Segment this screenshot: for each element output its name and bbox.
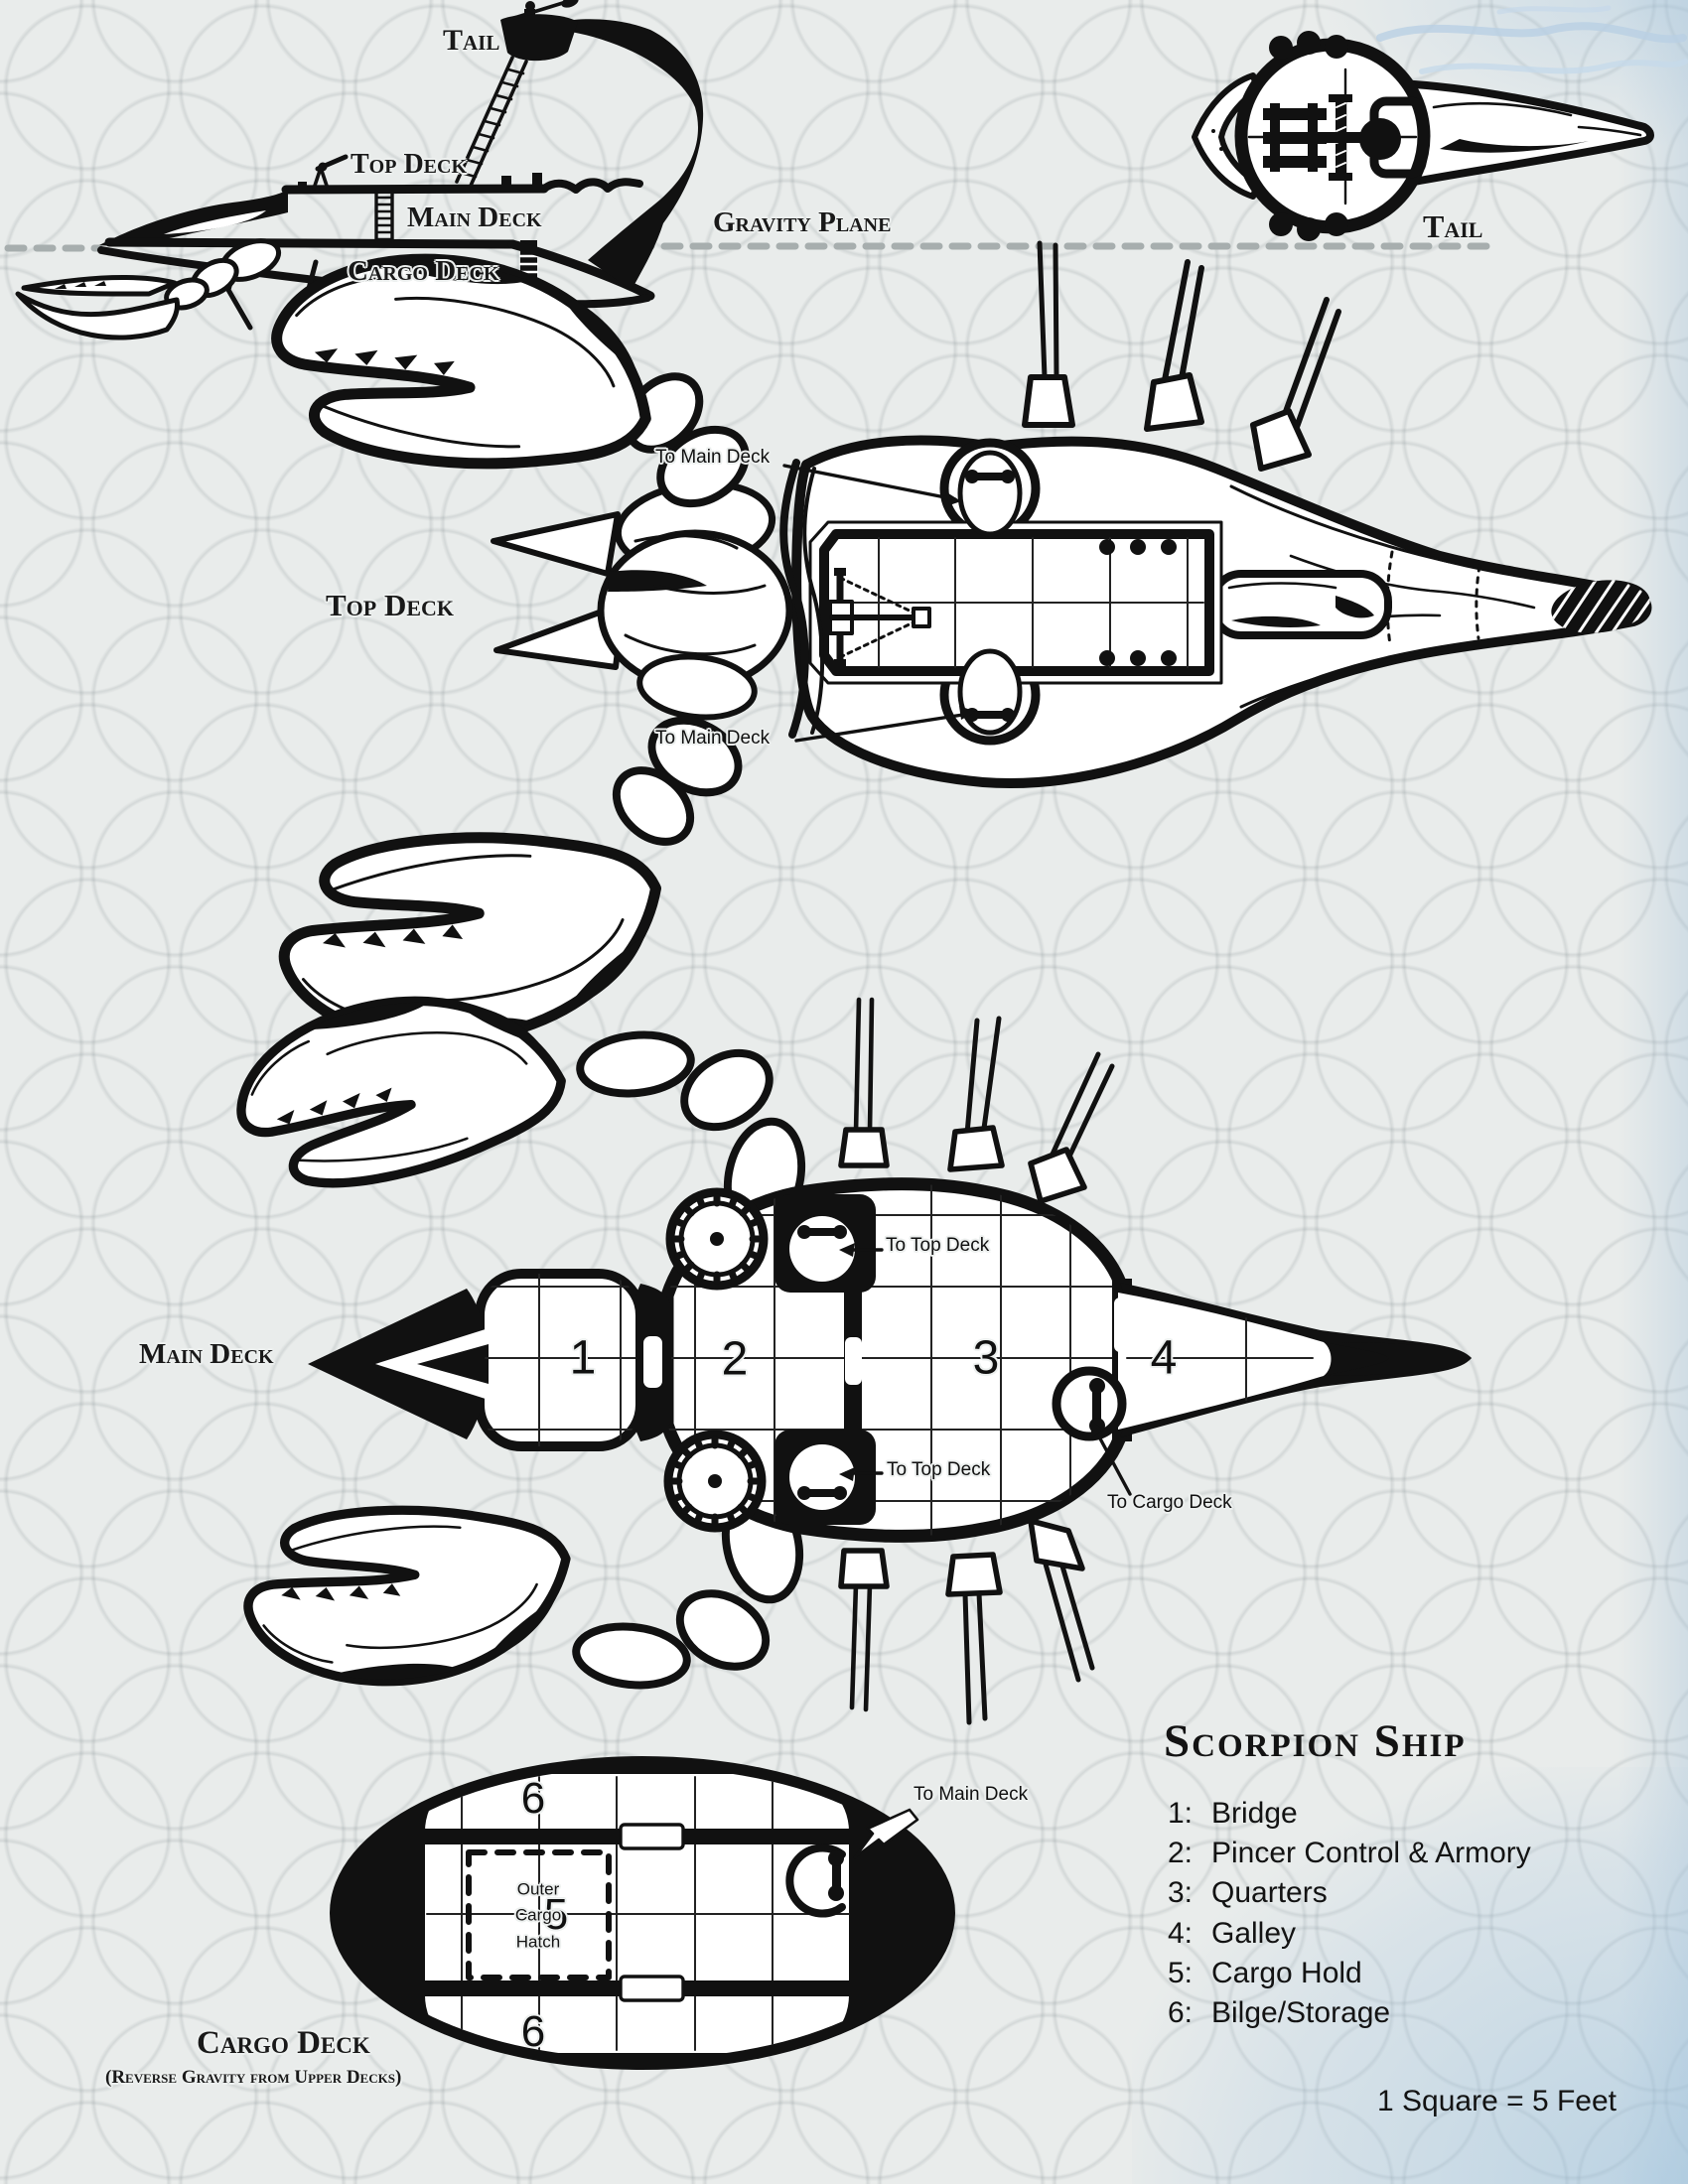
legend-item-6: 6:Bilge/Storage	[1168, 1996, 1391, 2029]
gear-top	[665, 1187, 769, 1291]
side-cargo-deck-label: Cargo Deck	[348, 255, 499, 287]
hatch-handle-top	[965, 470, 1015, 483]
main-deck-illustration	[229, 980, 1472, 1725]
main-deck-hatch-top-label: To Top Deck	[886, 1235, 990, 1256]
main-deck-view-label: Main Deck	[139, 1338, 274, 1370]
ballista	[828, 568, 931, 667]
lookout-figure	[298, 154, 349, 191]
main-deck-hatch-bottom-label: To Top Deck	[887, 1459, 991, 1480]
cargo-deck-sub-label: (Reverse Gravity from Upper Decks)	[105, 2067, 402, 2088]
tail-view-label: Tail	[1423, 208, 1483, 244]
cargo-hatch-ring	[1052, 1366, 1127, 1441]
room-1-number: 1	[569, 1331, 597, 1385]
gear-bottom	[663, 1430, 767, 1533]
top-deck-lower-claw	[269, 716, 743, 1065]
cargo-deck-view-label: Cargo Deck	[197, 2025, 370, 2061]
legend-item-1: 1:Bridge	[1168, 1797, 1298, 1830]
side-view-illustration	[4, 0, 1493, 352]
main-deck-hatch-cargo-label: To Cargo Deck	[1107, 1492, 1232, 1513]
legend-item-5: 5:Cargo Hold	[1168, 1957, 1362, 1989]
bilge-top-number: 6	[520, 1774, 546, 1823]
side-main-deck-label: Main Deck	[407, 202, 542, 233]
legend-item-2: 2:Pincer Control & Armory	[1168, 1837, 1531, 1869]
watercolor-bottom-right	[1132, 1767, 1688, 2184]
cargo-hatch-arrow	[853, 1808, 919, 1859]
room-2-number: 2	[721, 1332, 749, 1386]
top-deck-view-label: Top Deck	[326, 588, 455, 622]
bilge-bottom-number: 6	[520, 2007, 546, 2056]
main-deck-lower-claw	[238, 1483, 804, 1699]
cargo-hold-number: 5	[543, 1890, 569, 1939]
room-4-number: 4	[1150, 1331, 1178, 1385]
room-3-number: 3	[972, 1331, 1000, 1385]
main-hatch-handle-bottom	[797, 1486, 847, 1500]
legend-item-3: 3:Quarters	[1168, 1876, 1328, 1909]
scale-note: 1 Square = 5 Feet	[1377, 2085, 1617, 2117]
side-tail-label: Tail	[443, 24, 500, 57]
top-deck-illustration	[258, 229, 1652, 1066]
outer-cargo-hatch-outline	[466, 1849, 612, 1980]
tail-mechanism	[1263, 94, 1427, 181]
legend-title: Scorpion Ship	[1164, 1715, 1467, 1767]
top-deck-upper-claw	[258, 229, 750, 508]
cargo-hatch-label: To Main Deck	[914, 1784, 1029, 1805]
gravity-plane-label: Gravity Plane	[713, 206, 892, 238]
cargo-main-hatch	[785, 1843, 846, 1918]
tail-view-illustration	[1192, 5, 1688, 241]
main-hatch-handle-top	[797, 1225, 847, 1239]
legend-item-4: 4:Galley	[1168, 1917, 1297, 1950]
top-deck-hatch-top-label: To Main Deck	[655, 447, 771, 468]
top-deck-hatch-bottom-label: To Main Deck	[655, 728, 771, 749]
side-top-deck-label: Top Deck	[351, 149, 468, 180]
side-view-claw	[15, 238, 282, 341]
crow-nest-bucket	[500, 0, 579, 62]
top-deck-side-limb	[1209, 570, 1392, 639]
top-deck-head	[491, 479, 793, 721]
cargo-deck-illustration	[330, 1756, 955, 2070]
